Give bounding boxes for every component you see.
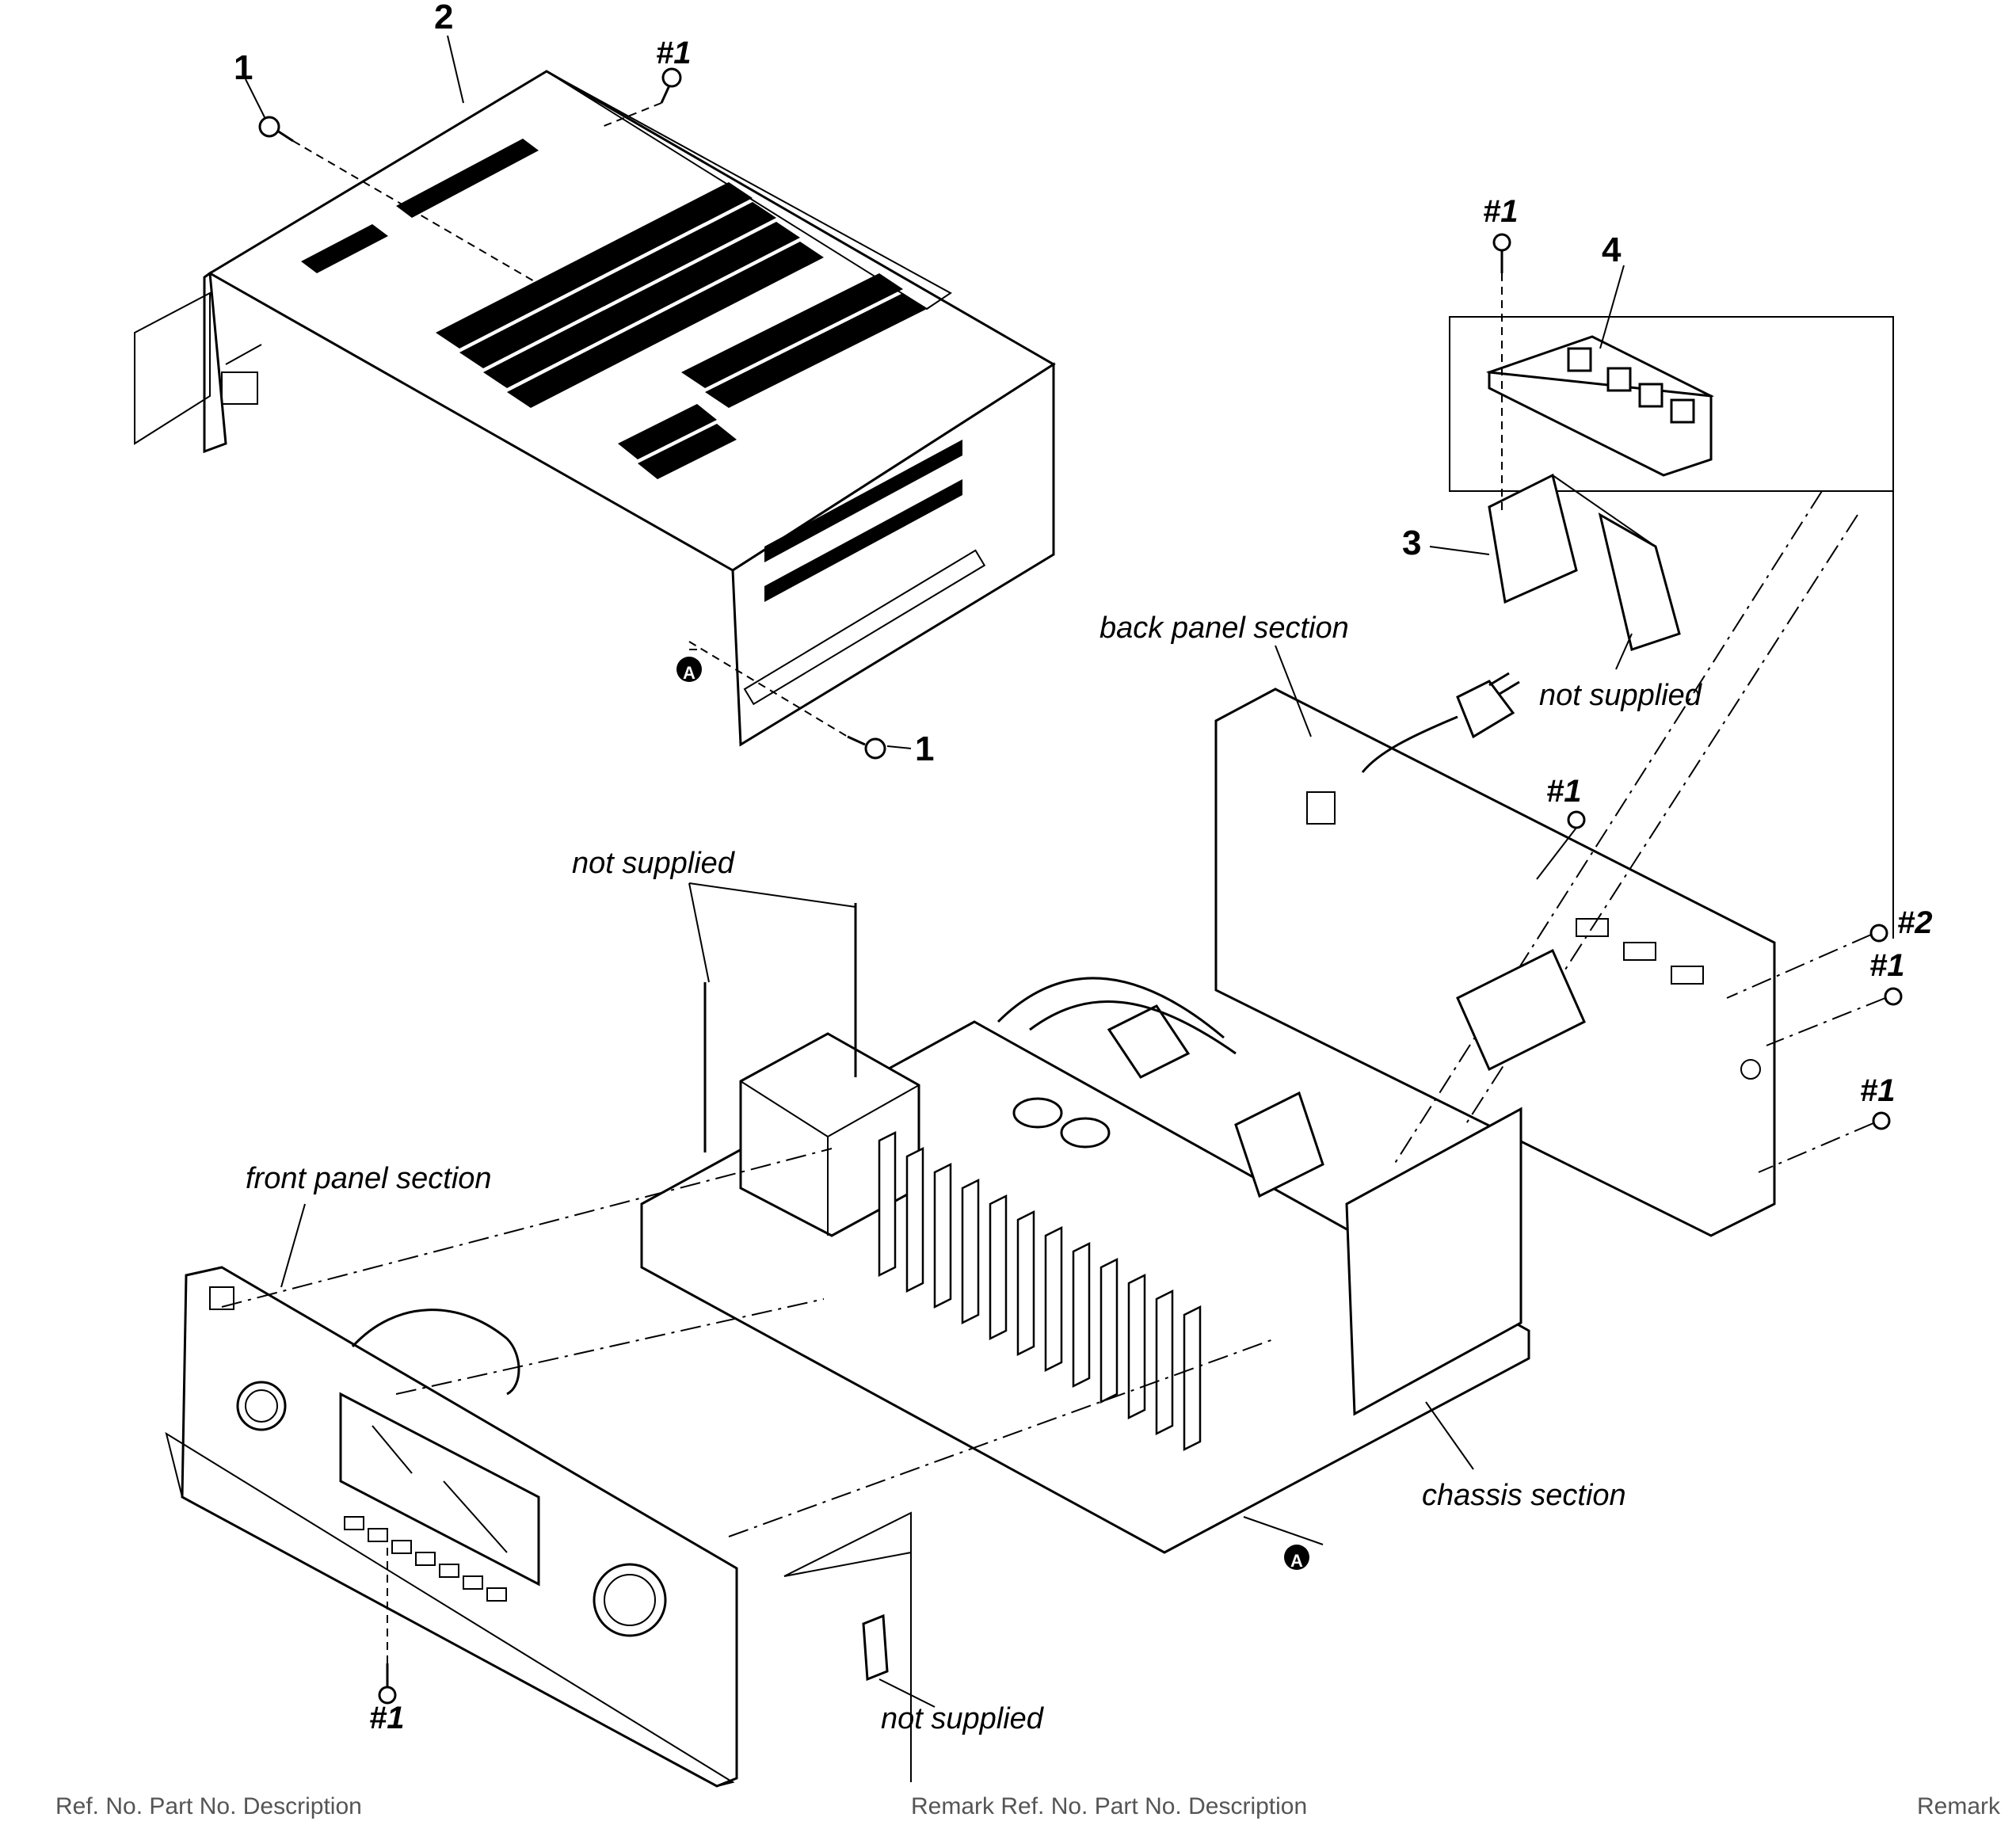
label-back-panel-section: back panel section xyxy=(1099,611,1349,645)
label-front-panel-section: front panel section xyxy=(246,1162,492,1195)
part-not-supplied-small xyxy=(862,1613,889,1682)
screw-front xyxy=(378,1663,397,1705)
label-screw-top-cover: #1 xyxy=(656,36,692,70)
footer-columns-left: Ref. No. Part No. Description xyxy=(55,1793,362,1819)
label-not-supplied-bracket: not supplied xyxy=(1539,679,1703,712)
screw-board xyxy=(1492,233,1511,273)
label-part-2: 2 xyxy=(434,0,453,36)
label-part-4: 4 xyxy=(1602,230,1622,269)
front-panel xyxy=(165,1266,738,1788)
back-panel xyxy=(1214,688,1776,1237)
power-plug xyxy=(1361,672,1520,773)
label-part-1-left: 1 xyxy=(234,48,253,87)
label-screw-front: #1 xyxy=(369,1701,405,1735)
label-screw-back-upper: #1 xyxy=(1546,774,1582,809)
chassis xyxy=(640,948,1586,1554)
marker-a-top: A xyxy=(676,657,702,683)
label-part-3: 3 xyxy=(1402,524,1421,562)
label-screw-back-mid: #1 xyxy=(1869,948,1905,983)
footer-columns-right: Remark xyxy=(1917,1793,2001,1819)
bracket-part-3 xyxy=(1488,473,1681,651)
screw-top-cover xyxy=(660,67,682,104)
label-not-supplied-bottom: not supplied xyxy=(881,1702,1045,1735)
label-not-supplied-chassis: not supplied xyxy=(572,847,736,880)
standoffs-not-supplied xyxy=(703,903,857,1152)
heatsink xyxy=(878,1130,1202,1452)
screw-part-1-bottom xyxy=(847,735,886,760)
label-screw-back-2: #2 xyxy=(1897,905,1933,940)
label-screw-board: #1 xyxy=(1483,194,1519,229)
svg-text:A: A xyxy=(1290,1551,1303,1571)
label-screw-back-lower: #1 xyxy=(1860,1073,1896,1108)
label-part-1-bottom: 1 xyxy=(915,730,934,768)
screws-back xyxy=(1567,810,1903,1130)
top-cover xyxy=(134,70,1056,747)
svg-text:A: A xyxy=(683,663,696,683)
footer-columns-mid: Remark Ref. No. Part No. Description xyxy=(911,1793,1307,1819)
label-chassis-section: chassis section xyxy=(1422,1479,1626,1512)
marker-a-bottom: A xyxy=(1284,1545,1309,1571)
rear-board xyxy=(1449,316,1894,492)
top-cover-vents xyxy=(301,139,927,479)
screw-part-1-left xyxy=(258,116,294,143)
